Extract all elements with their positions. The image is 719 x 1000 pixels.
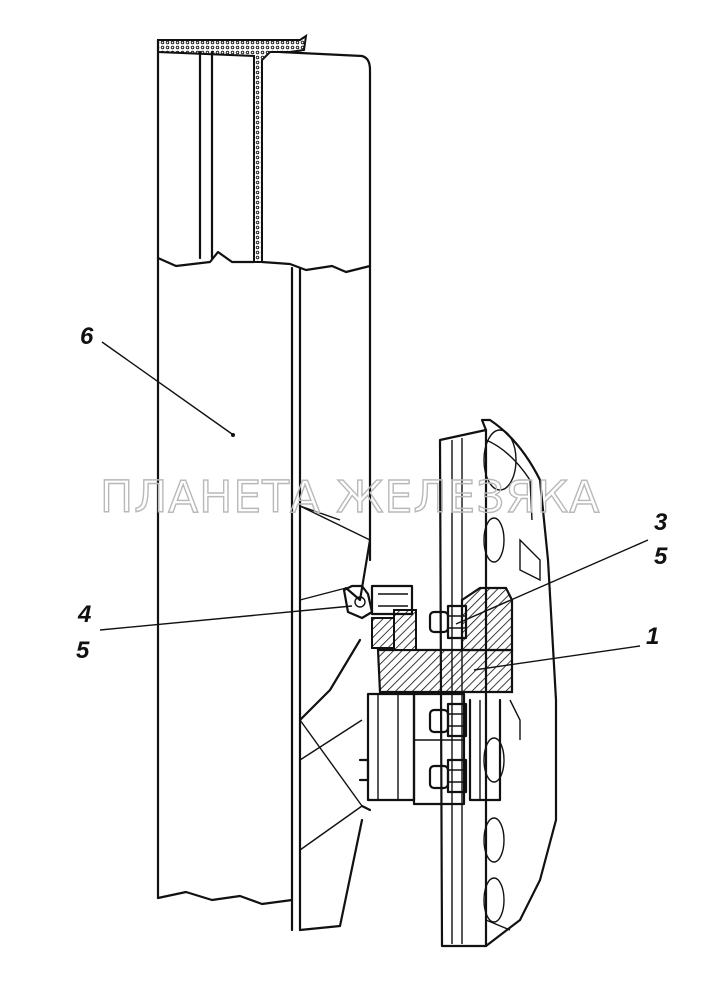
bracket-body-1 xyxy=(376,648,514,694)
beam-channel xyxy=(156,33,372,932)
leader-3 xyxy=(455,539,649,625)
side-panel xyxy=(438,418,558,948)
bolt-lower-a xyxy=(428,702,468,738)
callout-5-upper: 5 xyxy=(654,543,668,570)
mounting-bracket xyxy=(358,586,514,806)
watermark-text: ПЛАНЕТА ЖЕЛЕЗЯКА xyxy=(100,472,600,523)
callout-3: 3 xyxy=(654,509,668,536)
leader-6 xyxy=(101,341,233,435)
bolt-4 xyxy=(342,584,414,620)
leader-4 xyxy=(99,605,353,631)
callout-5-lower: 5 xyxy=(76,637,90,664)
beam-top-seal xyxy=(157,33,308,263)
leader-1 xyxy=(473,645,641,671)
bolt-3 xyxy=(428,604,468,640)
bolt-lower-b xyxy=(428,758,468,794)
callout-6: 6 xyxy=(80,323,94,350)
callout-1: 1 xyxy=(646,623,659,650)
callout-4: 4 xyxy=(77,601,91,628)
